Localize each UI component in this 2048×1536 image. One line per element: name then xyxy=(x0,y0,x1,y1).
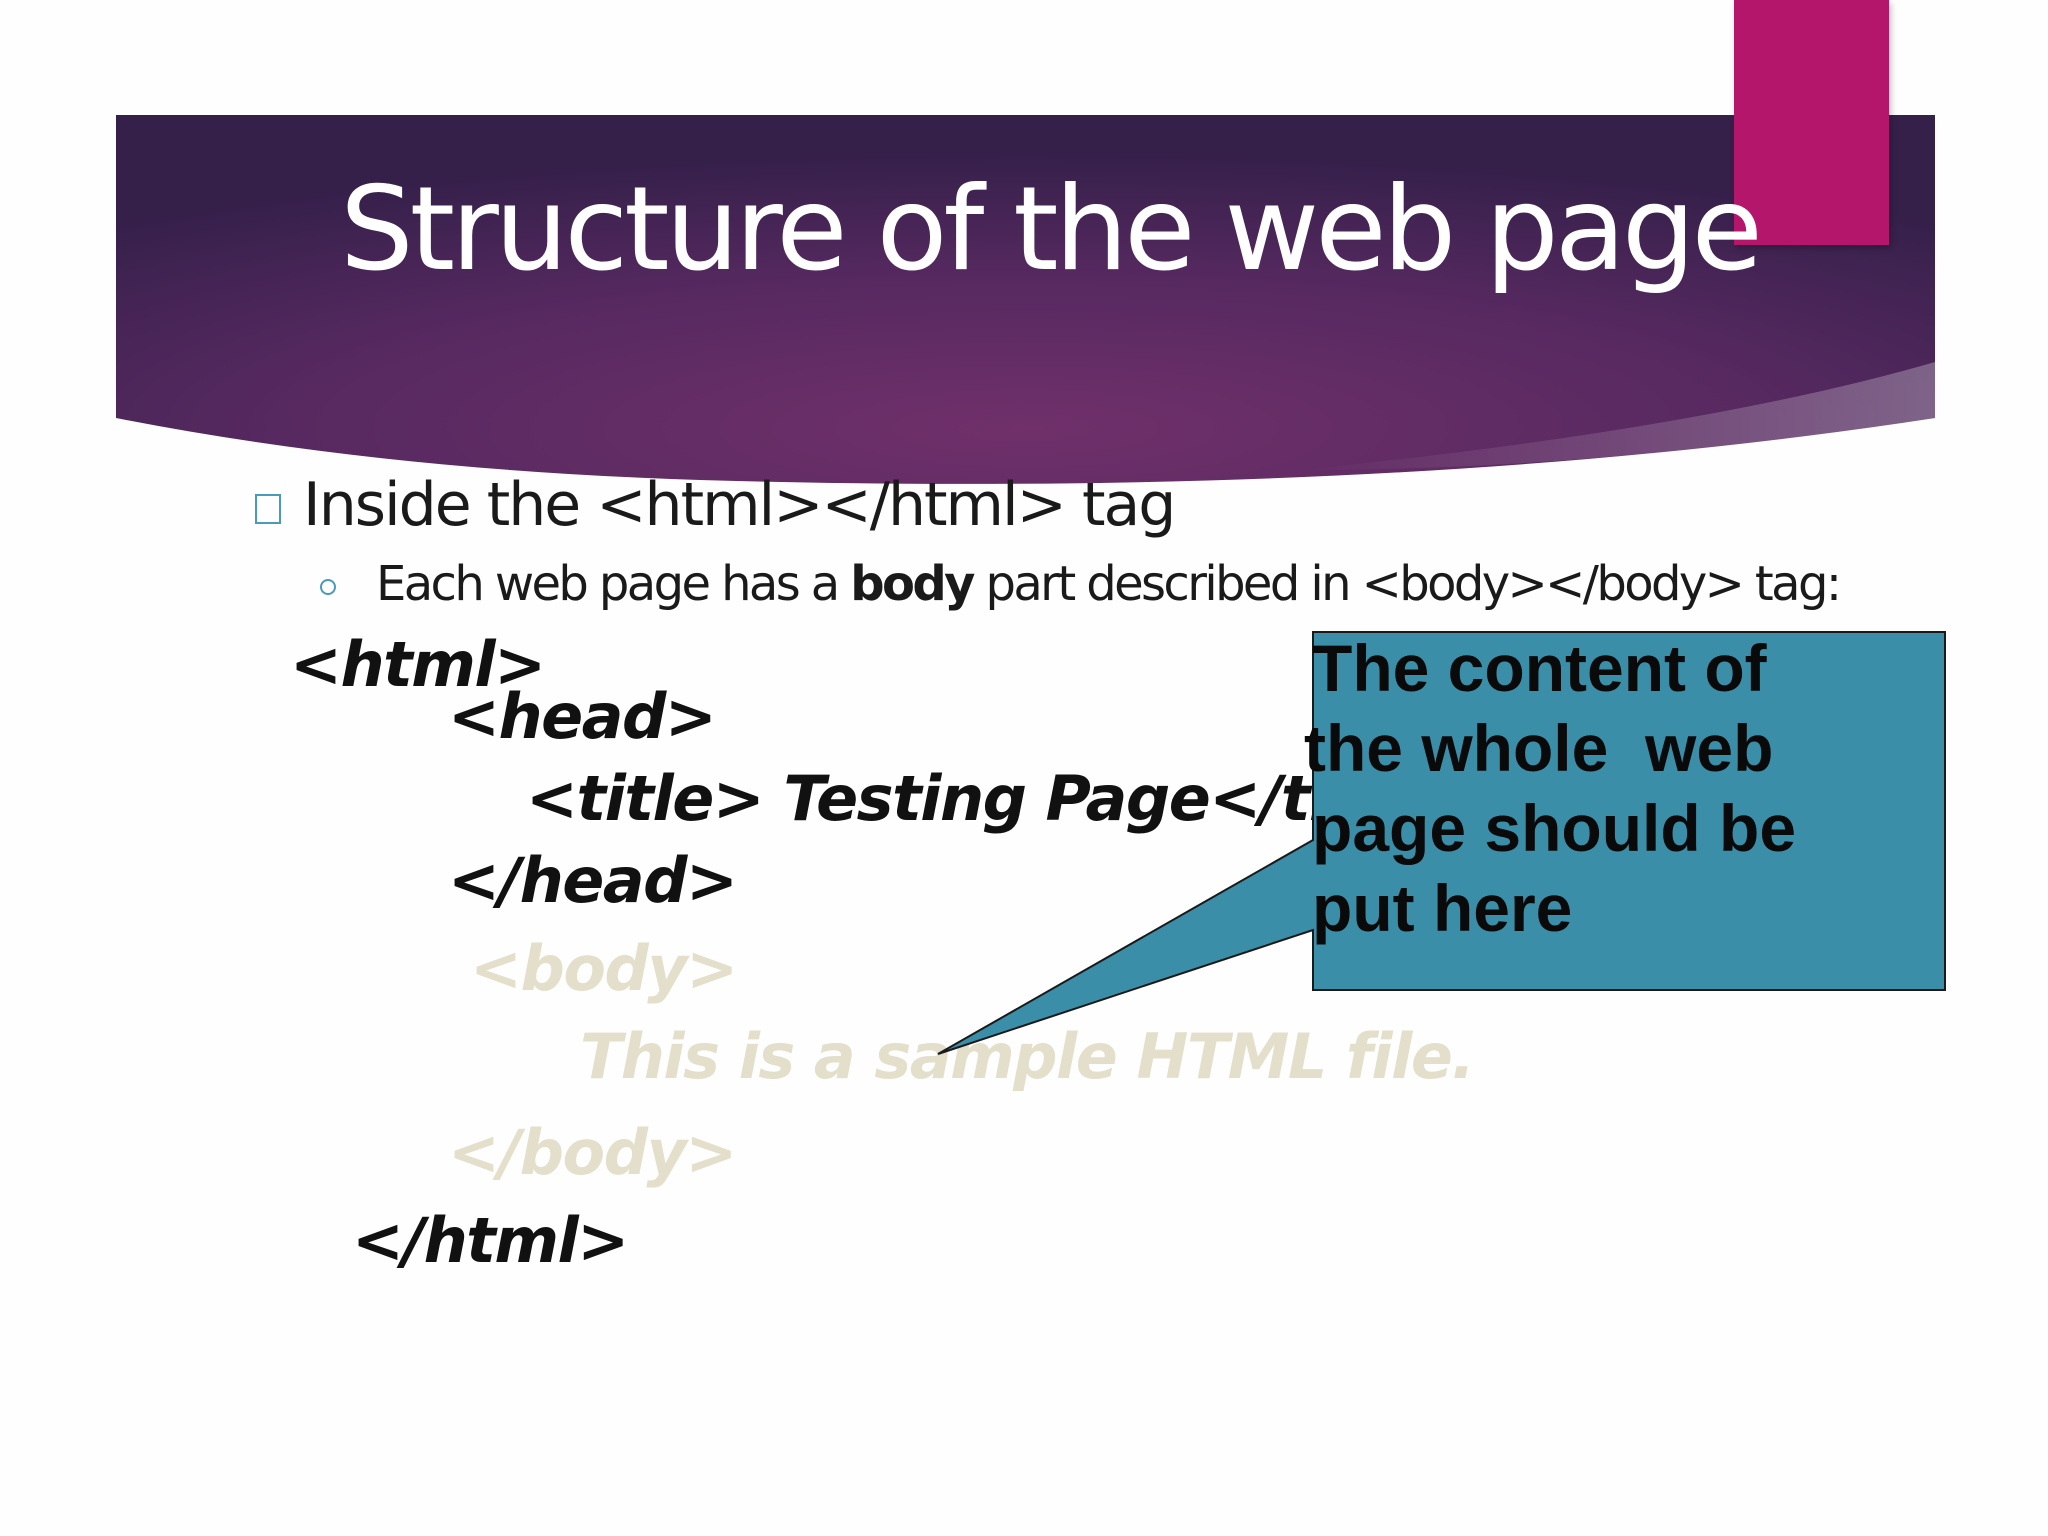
bullet-level1-text: Inside the <html></html> tag xyxy=(303,470,1176,540)
bullet-level2-text: Each web page has a body part described … xyxy=(376,556,1843,612)
code-html-close: </html> xyxy=(352,1204,629,1277)
bullet-level2-bold: body xyxy=(850,556,975,612)
callout-line-3: page should be xyxy=(1312,791,1797,865)
code-body-content: This is a sample HTML file. xyxy=(580,1020,1475,1093)
hollow-circle-icon xyxy=(320,579,336,595)
code-head-close: </head> xyxy=(448,844,738,917)
bullet-level2-text-before: Each web page has a xyxy=(376,556,851,612)
callout-line-1: The content of xyxy=(1312,631,1767,705)
callout-line-4: put here xyxy=(1312,871,1573,945)
bullet-level2-text-after: part described in <body></body> tag: xyxy=(972,556,1843,612)
callout-line-2: the whole web xyxy=(1304,711,1774,785)
code-body-close: </body> xyxy=(448,1116,737,1189)
bullet-level1: Inside the <html></html> tag xyxy=(255,470,1176,540)
title-banner xyxy=(116,115,1935,484)
code-body-open: <body> xyxy=(470,932,738,1005)
bullet-level2: Each web page has a body part described … xyxy=(320,556,1843,612)
hollow-square-icon xyxy=(255,494,281,524)
code-head-open: <head> xyxy=(448,680,717,753)
callout-text: The content of the whole web page should… xyxy=(1304,628,1932,948)
code-html-open: <html> xyxy=(290,628,546,701)
slide-title: Structure of the web page xyxy=(340,162,1763,297)
accent-tab xyxy=(1734,0,1889,245)
